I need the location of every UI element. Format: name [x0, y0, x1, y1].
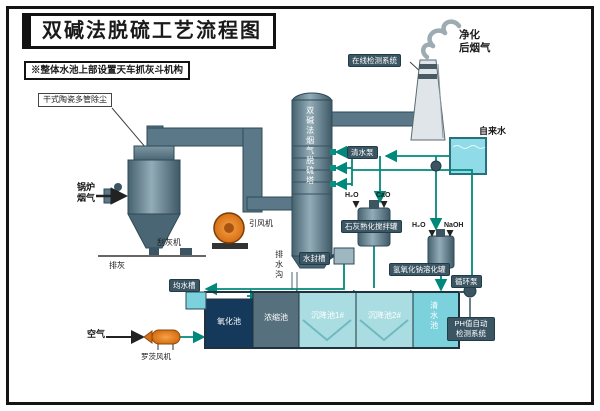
equalizing-tank-shape	[185, 291, 207, 310]
clear-water-pump-tag: 清水泵	[347, 146, 378, 159]
boiler-gas-inlet	[96, 183, 128, 205]
purified-gas-label: 净化后烟气	[459, 29, 491, 55]
ash-scraper-label: 刮灰机	[157, 238, 181, 247]
ash-scraper-device	[180, 248, 192, 255]
tower-label: 双碱法烟气脱硫塔	[305, 106, 315, 186]
purified-gas-line2: 后烟气	[459, 42, 491, 55]
water-pools	[204, 291, 460, 349]
circulation-pump-tag: 循环泵	[451, 275, 482, 288]
clear-water-pool-label: 清水池	[429, 301, 439, 331]
note-box: ※整体水池上部设置天车抓灰斗机构	[24, 61, 191, 81]
smoke-plume	[421, 19, 462, 60]
dust-label-leader	[111, 107, 147, 149]
online-detection-tag: 在线检测系统	[348, 54, 401, 67]
fan-label: 引风机	[249, 219, 273, 228]
boiler-flue-gas-label: 锅炉烟气	[77, 182, 96, 203]
chimney	[331, 59, 446, 141]
naoh-label: NaOH	[444, 222, 464, 229]
water-seal-tag: 水封槽	[299, 252, 330, 265]
circulation-pump-icon	[459, 284, 477, 317]
settling-pool-1-label: 沉降池1#	[311, 311, 344, 320]
equalizing-tank-tag: 均水槽	[169, 279, 200, 292]
drain-ditch-label: 排水沟	[274, 250, 284, 280]
ph-system-tag: PH值自动检测系统	[447, 317, 495, 341]
ash-discharge-label: 排灰	[109, 261, 125, 270]
dust-collector-label: 干式陶瓷多管除尘	[38, 93, 112, 107]
lime-tank-tag: 石灰熟化搅拌罐	[341, 220, 402, 233]
lime-cao-label: CaO	[376, 192, 391, 199]
page-title: 双碱法脱硫工艺流程图	[22, 13, 276, 49]
air-label: 空气	[87, 329, 106, 339]
clear-water-pump-icon	[430, 160, 442, 172]
naoh-h2o-label: H₂O	[412, 222, 426, 229]
settling-pool-2-label: 沉降池2#	[368, 311, 401, 320]
lime-h2o-label: H₂O	[345, 192, 359, 199]
flue-gas-ducts	[146, 127, 293, 213]
tap-water-tank	[449, 137, 487, 175]
induced-draft-fan	[212, 212, 248, 249]
oxidation-pool-label: 氧化池	[217, 317, 241, 326]
concentration-pool-label: 浓缩池	[264, 313, 288, 322]
roots-blower-label: 罗茨风机	[141, 352, 171, 361]
drain-ditch-channel	[291, 272, 298, 290]
purified-gas-line1: 净化	[459, 29, 480, 41]
roots-blower-shape	[106, 329, 181, 350]
naoh-tank-tag: 氢氧化钠溶化罐	[389, 263, 450, 276]
tap-water-label: 自来水	[479, 126, 507, 136]
